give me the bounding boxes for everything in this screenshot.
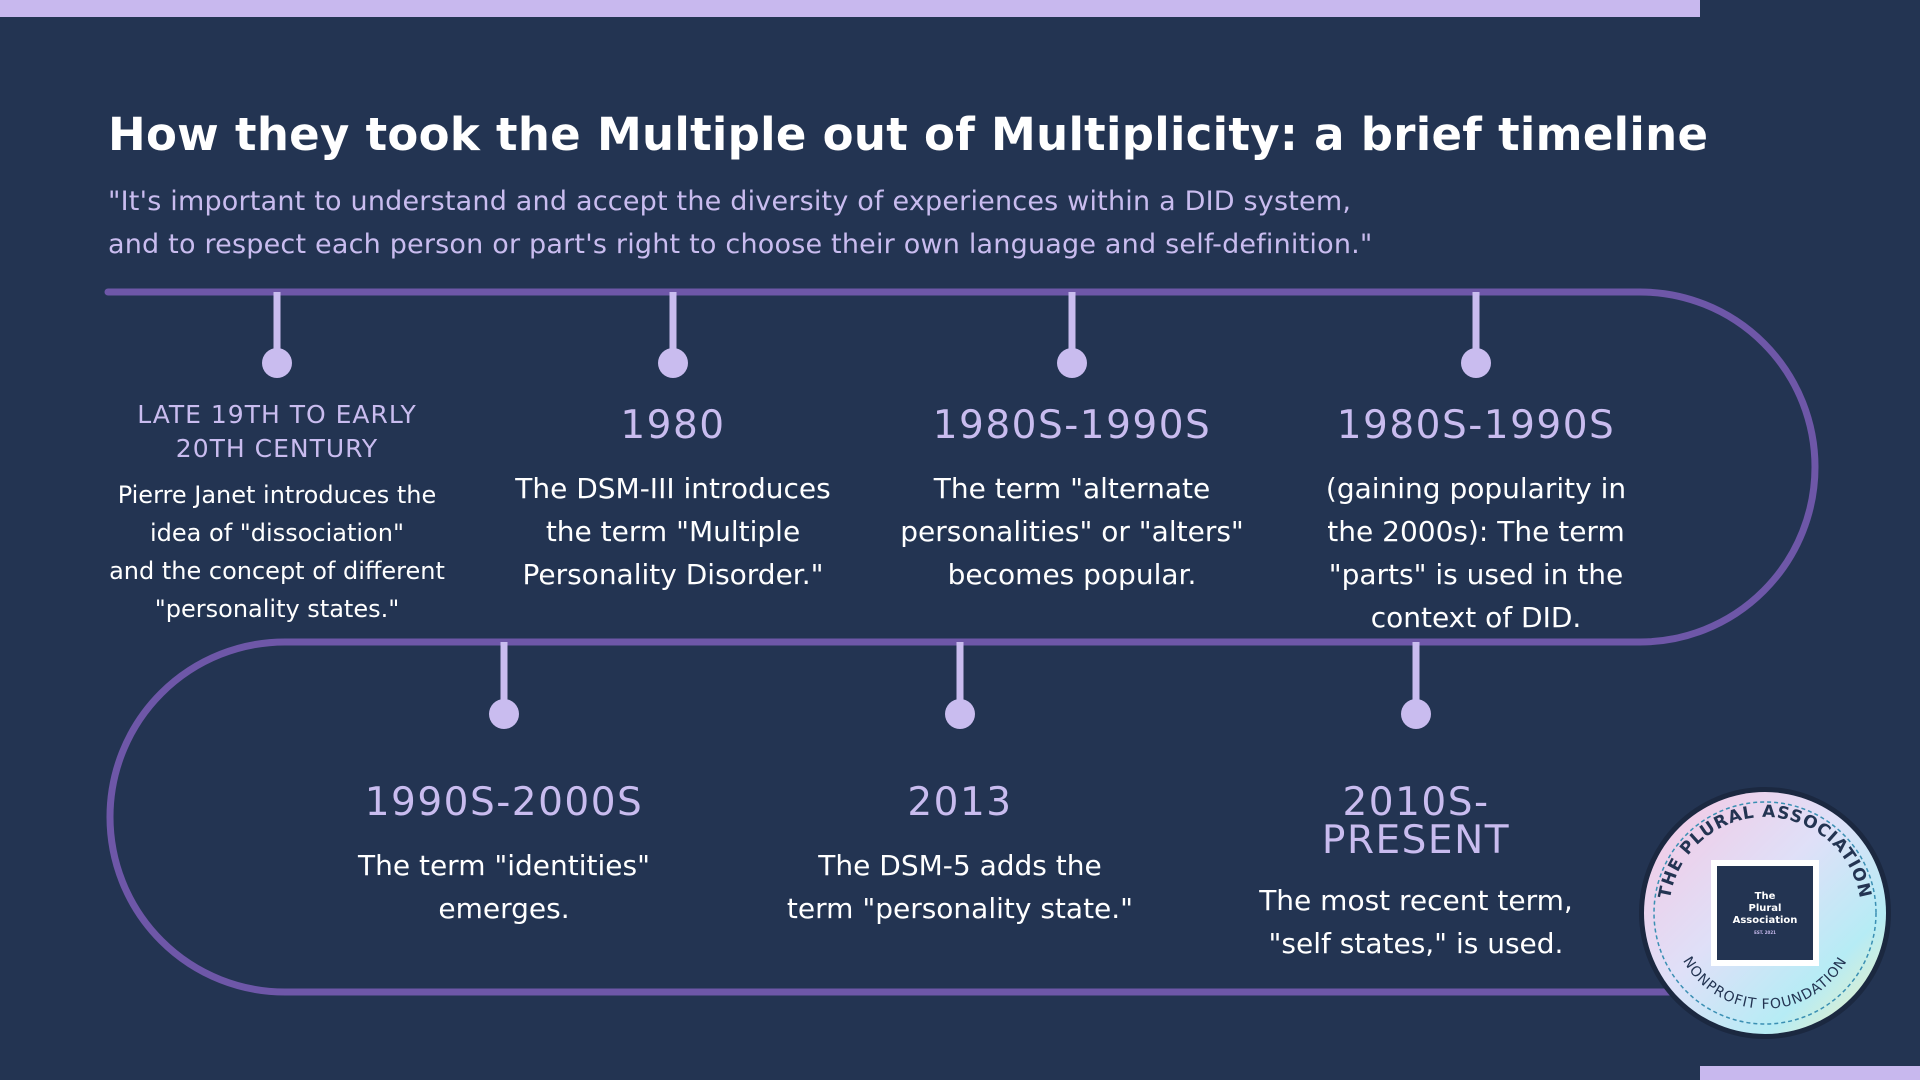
timeline-event: 1980S-1990S The term "alternate personal… xyxy=(877,405,1267,596)
timeline-event: 1980S-1990S (gaining popularity in the 2… xyxy=(1281,405,1671,639)
timeline-marker xyxy=(1057,292,1087,378)
top-accent-bar xyxy=(0,0,1700,17)
seal-inner-text: Association xyxy=(1732,914,1798,926)
timeline-marker xyxy=(658,292,688,378)
timeline-event: 1990S-2000S The term "identities" emerge… xyxy=(319,782,689,930)
timeline-marker xyxy=(945,642,975,729)
timeline-markers xyxy=(262,292,1491,729)
event-date: 1980 xyxy=(620,403,726,448)
seal-inner-text: The xyxy=(1754,890,1776,902)
event-description: The term "alternate personalities" or "a… xyxy=(900,472,1244,591)
page-title: How they took the Multiple out of Multip… xyxy=(108,108,1709,161)
event-description: The most recent term, "self states," is … xyxy=(1259,884,1573,960)
event-description: (gaining popularity in the 2000s): The t… xyxy=(1325,472,1627,634)
event-date: 1990S-2000S xyxy=(364,780,644,825)
timeline-marker xyxy=(262,292,292,378)
event-date: LATE 19TH TO EARLY 20TH CENTURY xyxy=(137,400,417,463)
timeline-event: 2010S- PRESENT The most recent term, "se… xyxy=(1231,780,1601,965)
event-date: 2013 xyxy=(907,780,1013,825)
timeline-marker xyxy=(1461,292,1491,378)
seal-inner-subtext: EST. 2021 xyxy=(1754,929,1776,935)
intro-quote: "It's important to understand and accept… xyxy=(108,180,1608,266)
seal-inner-logo: The Plural Association EST. 2021 xyxy=(1711,860,1819,966)
quote-line: "It's important to understand and accept… xyxy=(108,186,1352,217)
timeline-event: 2013 The DSM-5 adds the term "personalit… xyxy=(770,782,1150,930)
timeline-marker xyxy=(1401,642,1431,729)
event-description: The DSM-5 adds the term "personality sta… xyxy=(786,849,1134,925)
timeline-marker xyxy=(489,642,519,729)
seal-inner-text: Plural xyxy=(1748,902,1782,914)
event-date: 2010S- PRESENT xyxy=(1321,780,1511,863)
timeline-event: 1980 The DSM-III introduces the term "Mu… xyxy=(483,405,863,596)
quote-line: and to respect each person or part's rig… xyxy=(108,229,1373,260)
event-description: The DSM-III introduces the term "Multipl… xyxy=(515,472,831,591)
bottom-accent-bar xyxy=(1700,1066,1920,1080)
timeline-event: LATE 19TH TO EARLY 20TH CENTURY Pierre J… xyxy=(97,398,457,628)
event-date: 1980S-1990S xyxy=(1336,403,1616,448)
event-description: Pierre Janet introduces the idea of "dis… xyxy=(109,481,445,623)
event-description: The term "identities" emerges. xyxy=(358,849,650,925)
event-date: 1980S-1990S xyxy=(932,403,1212,448)
